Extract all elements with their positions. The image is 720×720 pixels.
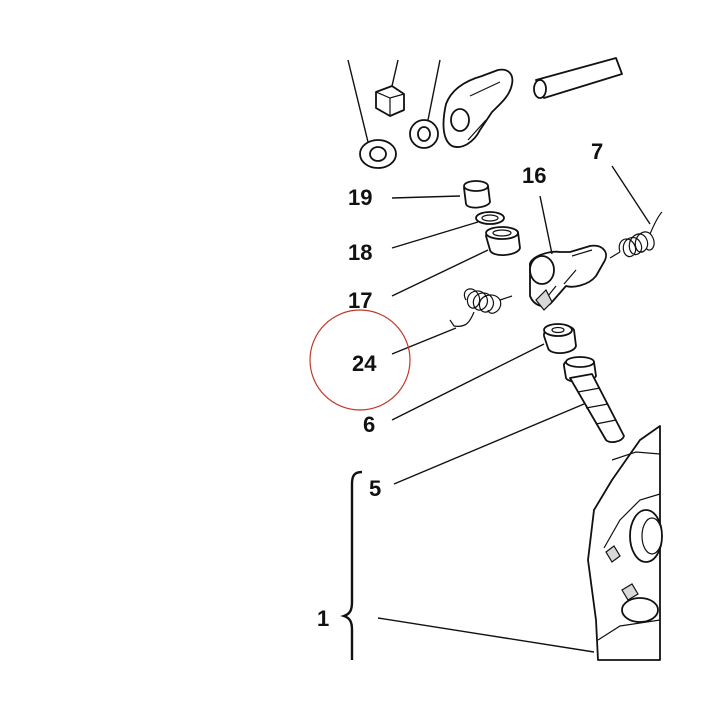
part-17-spring-seat: [485, 226, 521, 256]
part-16-rocker-arm: [529, 244, 607, 311]
top-rocker-arm: [442, 68, 514, 148]
callout-18: 18: [348, 240, 372, 265]
part-6-valve-seal: [543, 323, 577, 354]
part-19-collet: [463, 180, 491, 209]
cylinder-head: [587, 425, 663, 661]
group-bracket: [340, 470, 363, 660]
callout-6: 6: [363, 412, 375, 437]
callout-19: 19: [348, 185, 372, 210]
top-nut: [375, 59, 405, 117]
callout-16: 16: [522, 163, 546, 188]
leader-lines: [377, 165, 651, 653]
callout-1: 1: [317, 606, 329, 631]
top-rocker-shaft: [533, 57, 623, 99]
callout-5: 5: [369, 476, 381, 501]
part-18-ring: [475, 211, 505, 225]
part-24-coil-spring: [449, 288, 513, 327]
callout-17: 17: [348, 288, 372, 313]
part-5-valve-guide: [563, 356, 625, 443]
part-7-spring: [609, 211, 663, 259]
top-washer-small: [409, 59, 441, 149]
callout-7: 7: [591, 139, 603, 164]
callout-24: 24: [352, 351, 377, 376]
top-washer-large: [347, 59, 397, 169]
highlight-circle: [309, 309, 411, 411]
